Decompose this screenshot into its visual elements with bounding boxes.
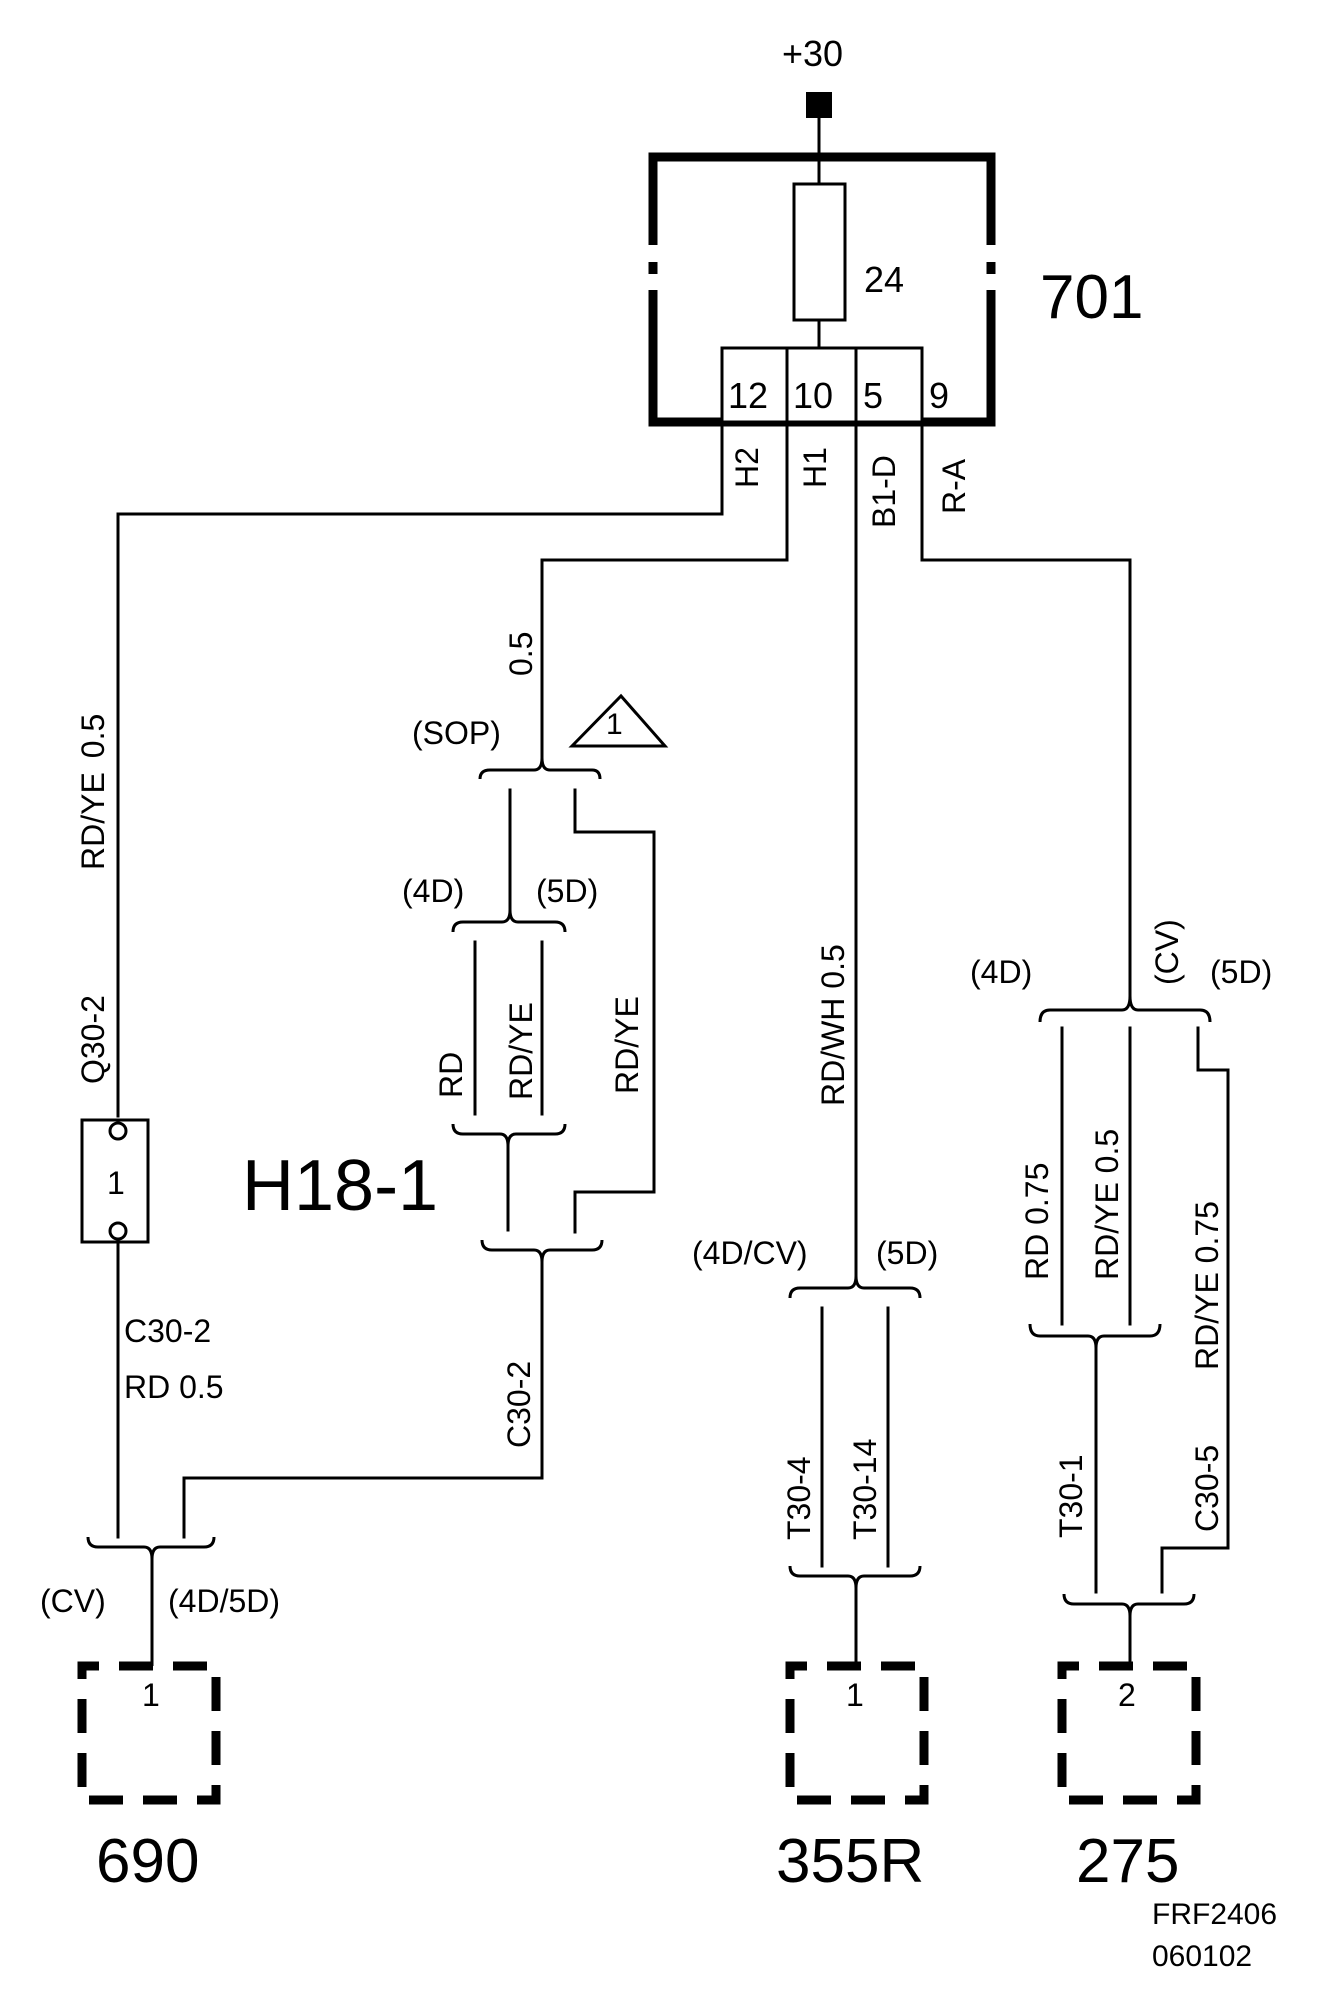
wire-c30-5: [1160, 1026, 1230, 1594]
note-triangle: [568, 693, 669, 748]
wire-q30-2: [116, 420, 724, 1118]
splice-4d-label: (4D): [402, 873, 464, 909]
splice-center-upper-bracket: [788, 1275, 922, 1299]
load-275-id: 275: [1076, 1827, 1179, 1896]
wire-q30-2-code: Q30-2: [75, 995, 111, 1084]
note-triangle-number: 1: [606, 708, 623, 741]
splice-sop-label: (SOP): [412, 715, 501, 751]
wire-q30-2-color-size: RD/YE0.5: [75, 714, 111, 870]
wire-c30-2-h18: [182, 1260, 544, 1539]
pin-5: 5: [863, 375, 883, 416]
wire-rd-ye-05-label: RD/YE 0.5: [1089, 1129, 1125, 1280]
wire-t30-14-label: T30-14: [847, 1439, 883, 1540]
wire-c30-5-label: C30-5: [1189, 1445, 1225, 1532]
splice-right-left-label: (4D): [970, 954, 1032, 990]
wire-h1: [540, 420, 789, 760]
pin-10: 10: [793, 375, 833, 416]
fuse-element: [792, 182, 847, 322]
load-355r-id: 355R: [776, 1827, 924, 1896]
fuse-number: 24: [864, 259, 904, 300]
splice-h18-merge-bracket: [480, 1239, 604, 1263]
figure-reference: FRF2406: [1152, 1898, 1277, 1931]
inline-connector: [80, 1118, 150, 1244]
pin-label-h1: H1: [797, 447, 833, 488]
splice-h18-upper-bracket: [451, 909, 567, 933]
splice-right-upper-bracket: [1038, 995, 1212, 1023]
splice-right-mid-label: (CV): [1149, 919, 1185, 985]
wire-rd-075-label: RD 0.75: [1019, 1163, 1055, 1280]
wire-c30-2-h18-code: C30-2: [501, 1361, 537, 1448]
wire-bypass-label: RD/YE: [609, 996, 645, 1094]
splice-h18-lower-bracket: [451, 1123, 567, 1147]
supply-label: +30: [782, 33, 843, 74]
load-275: 2 275: [1057, 1661, 1201, 1896]
wire-rd-label: RD: [433, 1052, 469, 1098]
wire-rd-ye-label: RD/YE: [503, 1002, 539, 1100]
wire-c30-2-left-code: C30-2: [124, 1313, 211, 1349]
pin-9: 9: [929, 375, 949, 416]
load-690-pin: 1: [142, 1677, 160, 1713]
splice-center-right-label: (5D): [876, 1235, 938, 1271]
splice-right-right-label: (5D): [1210, 954, 1272, 990]
wire-t30-1-label: T30-1: [1053, 1454, 1089, 1538]
splice-690-left-label: (CV): [40, 1583, 106, 1619]
splice-275-bracket: [1062, 1593, 1196, 1617]
splice-690-bracket: [86, 1536, 216, 1560]
wire-c30-2-left-color: RD 0.5: [124, 1369, 224, 1405]
load-275-pin: 2: [1118, 1677, 1136, 1713]
load-355r-pin: 1: [846, 1677, 864, 1713]
splice-center-lower-bracket: [788, 1565, 922, 1589]
load-690-id: 690: [96, 1827, 199, 1896]
fuse-box-id: 701: [1040, 263, 1143, 332]
splice-5d-label: (5D): [536, 873, 598, 909]
splice-690-right-label: (4D/5D): [168, 1583, 280, 1619]
load-355r: 1 355R: [776, 1661, 929, 1896]
pin-label-ra: R-A: [936, 458, 972, 514]
splice-center-left-label: (4D/CV): [692, 1235, 808, 1271]
pin-label-h2: H2: [729, 447, 765, 488]
supply-terminal: [806, 92, 832, 118]
wire-h1-size: 0.5: [503, 632, 539, 676]
wire-t30-4-label: T30-4: [781, 1456, 817, 1540]
wire-rd-ye-075-label: RD/YE 0.75: [1189, 1201, 1225, 1370]
wire-sop-bypass: [573, 788, 656, 1234]
pin-12: 12: [728, 375, 768, 416]
wire-rd-wh-label: RD/WH 0.5: [815, 944, 851, 1106]
pin-label-b1d: B1-D: [866, 455, 902, 528]
wire-r-a: [920, 420, 1132, 998]
splice-right-lower-bracket: [1028, 1323, 1162, 1349]
splice-sop-bracket: [478, 757, 602, 780]
inline-connector-pin: 1: [107, 1165, 125, 1201]
h18-label: H18-1: [242, 1146, 438, 1226]
figure-date: 060102: [1152, 1940, 1252, 1973]
load-690: 1 690: [77, 1661, 221, 1896]
fuse-box-701: 12 10 5 9 24 701: [648, 152, 1143, 427]
